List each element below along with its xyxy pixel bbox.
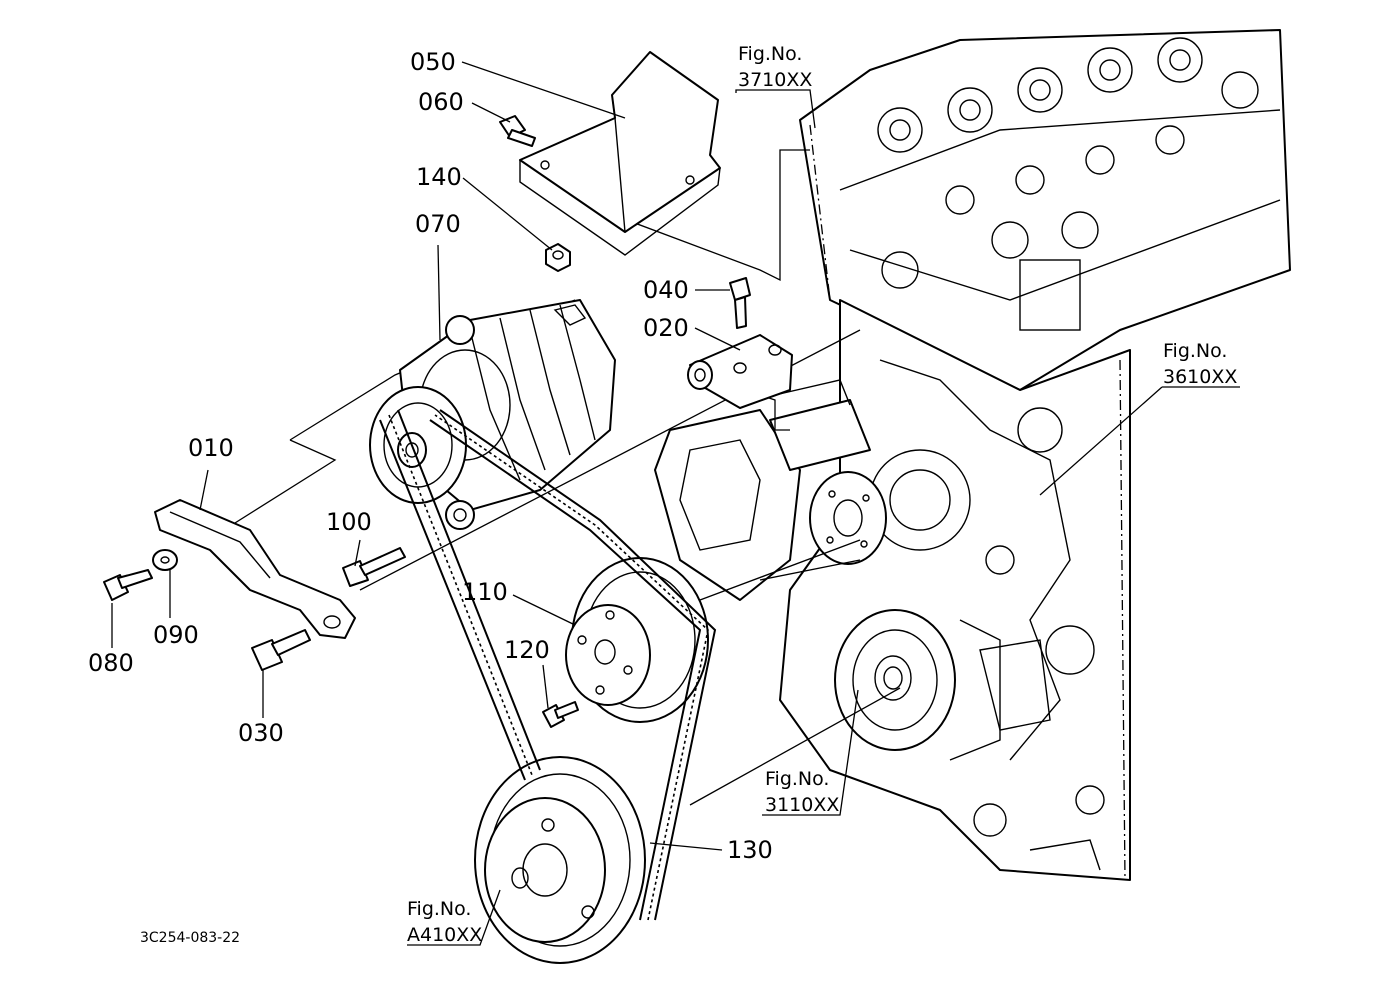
- figure-ref-line1: Fig.No.: [738, 43, 802, 65]
- part-label: 100: [326, 508, 372, 536]
- part-label: 050: [410, 48, 456, 76]
- shield-plate: [519, 51, 721, 256]
- figure-ref-number: 3710XX: [738, 69, 812, 91]
- washer-090: [152, 549, 178, 571]
- part-label: 060: [418, 88, 464, 116]
- figure-ref-number: A410XX: [407, 924, 482, 946]
- part-label: 110: [462, 578, 508, 606]
- drawing-code: 3C254-083-22: [140, 930, 240, 946]
- part-label: 120: [504, 636, 550, 664]
- crankshaft-pulley: [474, 756, 646, 964]
- part-label: 140: [416, 163, 462, 191]
- engine-block-drawing: [654, 29, 1291, 881]
- part-label: 070: [415, 210, 461, 238]
- stay-bracket: [154, 499, 356, 639]
- figure-ref-line1: Fig.No.: [1163, 340, 1227, 362]
- bolt-060: [499, 115, 536, 147]
- figure-ref-line1: Fig.No.: [765, 768, 829, 790]
- part-label: 040: [643, 276, 689, 304]
- part-label: 130: [727, 836, 773, 864]
- part-label: 010: [188, 434, 234, 462]
- leader-lines: [111, 61, 1240, 946]
- part-label: 090: [153, 621, 199, 649]
- figure-ref-line1: Fig.No.: [407, 898, 471, 920]
- part-label: 030: [238, 719, 284, 747]
- bolt-120: [542, 701, 579, 728]
- part-labels: 050 060 140 070 040 020 010 100 110 120 …: [88, 48, 773, 864]
- figure-references: Fig.No. 3710XX Fig.No. 3610XX Fig.No. 31…: [407, 43, 1237, 946]
- v-belt: [379, 409, 717, 921]
- nut-140: [545, 243, 571, 272]
- bolt-100: [342, 547, 406, 587]
- part-label: 020: [643, 314, 689, 342]
- bracket: [687, 334, 793, 409]
- part-label: 080: [88, 649, 134, 677]
- figure-ref-number: 3610XX: [1163, 366, 1237, 388]
- figure-ref-number: 3110XX: [765, 794, 839, 816]
- bolt-080: [103, 569, 153, 601]
- alternator: [369, 299, 616, 530]
- bolt-030: [251, 629, 311, 671]
- bolt-040: [729, 277, 751, 329]
